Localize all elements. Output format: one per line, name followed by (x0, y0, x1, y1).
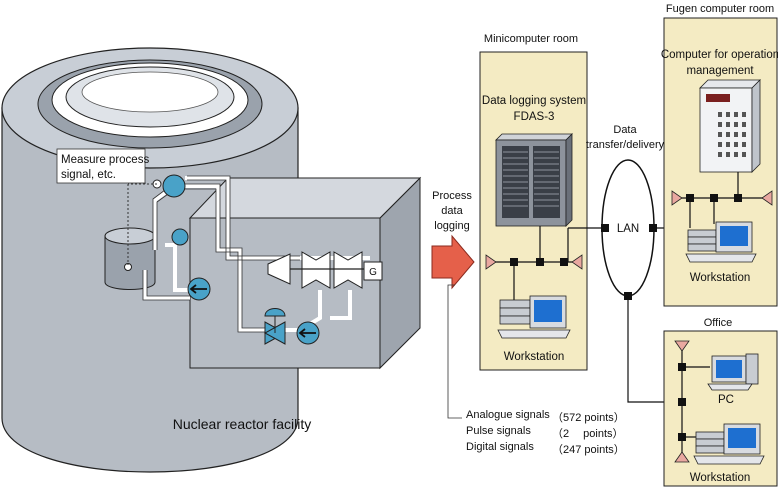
office-title: Office (704, 317, 733, 329)
minicomputer-room (479, 51, 605, 371)
instrument-valve-upper (162, 174, 186, 198)
ops-computer-label-2: management (686, 65, 754, 77)
data-transfer-label-2: transfer/delivery (586, 139, 665, 151)
terminator-left (485, 254, 497, 270)
workstation-office-icon (693, 423, 765, 465)
fugen-room-title: Fugen computer room (666, 3, 774, 15)
generator-label: G (369, 267, 377, 278)
process-label-2: data (441, 205, 463, 217)
signal-name: Digital signals (466, 441, 534, 453)
signals-leader-line (447, 284, 462, 419)
fdas3-server (495, 133, 573, 227)
measure-process-label-1: Measure process (61, 154, 149, 166)
office-room (663, 330, 778, 487)
signal-count: （572 points） (552, 412, 625, 424)
ops-computer-label-1: Computer for operation (661, 49, 778, 61)
signal-name: Analogue signals (466, 409, 550, 421)
workstation-fugen-icon (685, 221, 757, 263)
measure-process-label-2: signal, etc. (61, 169, 116, 181)
signal-row: Pulse signals （2 points） (466, 425, 626, 441)
reactor-vessel (104, 227, 156, 290)
control-valve (263, 308, 287, 345)
workstation-fugen-label: Workstation (690, 272, 751, 284)
process-label-1: Process (432, 190, 472, 202)
signal-list: Analogue signals （572 points） Pulse sign… (466, 409, 626, 457)
signal-row: Digital signals （247 points） (466, 441, 626, 457)
process-piping (143, 176, 370, 332)
workstation-mini-label: Workstation (504, 351, 565, 363)
process-label-3: logging (434, 220, 469, 232)
signal-name: Pulse signals (466, 425, 531, 437)
measure-process-box (56, 148, 146, 184)
data-transfer-label-1: Data (613, 124, 637, 136)
fugen-computer-room (663, 17, 778, 307)
lan-label: LAN (617, 223, 639, 235)
reactor-facility (1, 47, 422, 473)
turbine-hp (267, 253, 291, 285)
workstation-mini-icon (497, 295, 571, 339)
fdas-label-1: Data logging system (482, 95, 586, 107)
office-pc-icon (707, 353, 759, 391)
workstation-office-label: Workstation (690, 472, 751, 484)
turbine-lp-2 (333, 251, 363, 289)
turbine-building-top (188, 177, 422, 219)
signal-row: Analogue signals （572 points） (466, 409, 626, 425)
minicomputer-room-title: Minicomputer room (484, 33, 578, 45)
signal-count: （247 points） (552, 444, 625, 456)
fdas-label-2: FDAS-3 (514, 111, 555, 123)
reactor-facility-label: Nuclear reactor facility (173, 416, 312, 432)
turbine-lp-1 (301, 251, 331, 289)
pc-label: PC (718, 394, 734, 406)
terminator-right (571, 254, 583, 270)
instrument-valve-middle (171, 228, 189, 246)
process-data-logging-arrow (431, 234, 475, 290)
generator-box (363, 261, 383, 281)
operation-computer-icon (699, 79, 761, 173)
signal-count: （2 points） (552, 428, 624, 440)
